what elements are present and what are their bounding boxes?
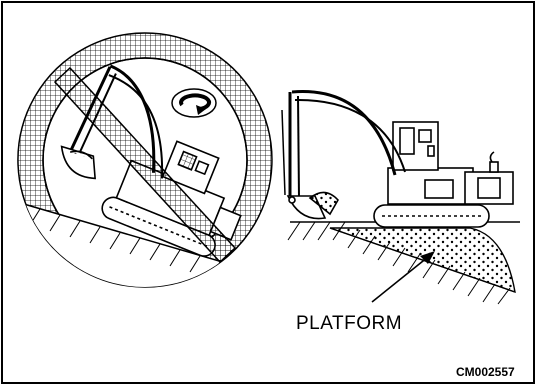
platform-pointer-arrow-icon	[371, 251, 435, 303]
figure-code-label: CM002557	[456, 365, 515, 379]
prohibition-bar-icon	[53, 66, 237, 264]
rotation-arrow-icon	[171, 88, 217, 118]
platform-label: PLATFORM	[296, 313, 403, 334]
excavator-on-platform-icon	[281, 90, 520, 305]
